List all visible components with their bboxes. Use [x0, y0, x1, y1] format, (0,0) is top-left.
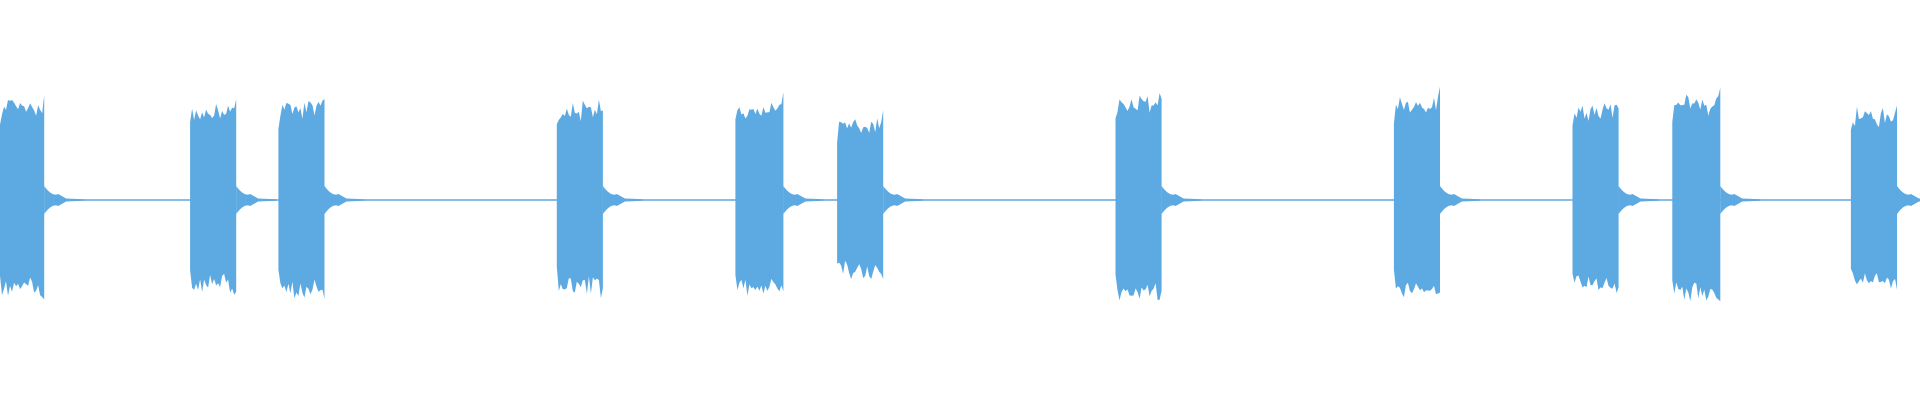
waveform-burst-8: [1393, 86, 1440, 298]
waveform-tail-11: [1896, 186, 1920, 214]
waveform-burst-1: [0, 94, 45, 300]
waveform-tail-9: [1618, 186, 1659, 214]
waveform-burst-7: [1115, 93, 1162, 301]
waveform-burst-5: [735, 92, 784, 296]
waveform-tail-5: [783, 186, 824, 214]
waveform-tail-7: [1161, 186, 1202, 214]
waveform-burst-3: [278, 99, 325, 299]
waveform-burst-11: [1850, 105, 1897, 290]
waveform-tail-4: [602, 186, 643, 214]
waveform-burst-4: [556, 99, 603, 299]
waveform-burst-9: [1572, 103, 1619, 293]
waveform-tail-3: [324, 186, 365, 214]
waveform-tail-1: [44, 186, 85, 214]
waveform-tail-8: [1440, 186, 1480, 214]
waveform-burst-10: [1672, 87, 1721, 302]
waveform-burst-6: [837, 110, 884, 279]
waveform-tail-6: [883, 186, 924, 214]
waveform-tail-10: [1720, 186, 1761, 214]
waveform-burst-2: [190, 99, 237, 295]
waveform-tail-2: [236, 186, 277, 214]
